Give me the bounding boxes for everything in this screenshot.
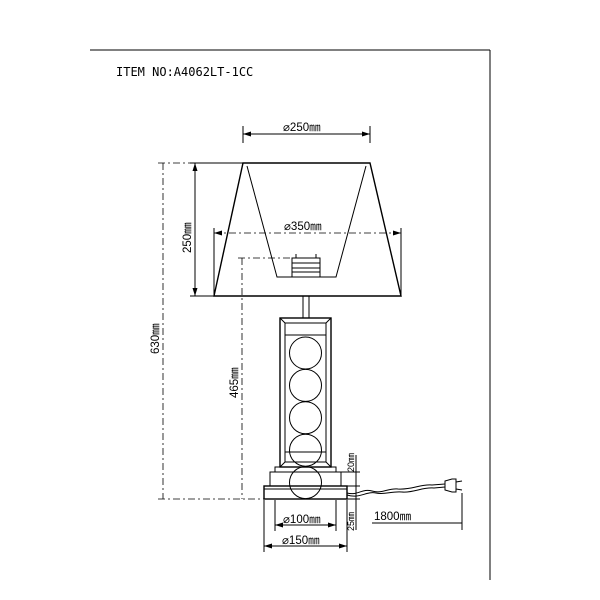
dim-upper-base-diameter [274,500,337,531]
dim-shade-bottom [213,228,402,296]
dim-base-heights [341,455,360,530]
bulb-holder [291,254,321,278]
lamp-neck [302,296,310,318]
crystal-ball [289,368,322,402]
dim-body-height-label: 465㎜ [229,367,241,398]
dim-total-height-label: 630㎜ [150,323,162,354]
crystal-ball [289,466,322,500]
dim-shade-top [242,126,371,143]
dim-cord-length-label: 1800㎜ [374,511,412,523]
item-number: ITEM NO:A4062LT-1CC [116,65,253,79]
dim-upper-base-diameter-label: ⌀100㎜ [283,514,321,526]
dim-shade-height-label: 250㎜ [182,222,194,253]
crystal-ball [289,433,322,467]
dim-lower-base-label: 25㎜ [346,512,356,531]
crystal-balls [289,336,322,500]
dim-lower-base-diameter [263,500,348,552]
dim-body-height [238,257,292,499]
crystal-ball [289,336,322,370]
dim-shade-bottom-label: ⌀350㎜ [284,221,322,233]
lower-base [263,485,348,500]
dim-shade-top-label: ⌀250㎜ [283,122,321,134]
upper-base [269,466,342,487]
power-cord [346,483,446,497]
dim-total-height [158,162,264,500]
crystal-ball [289,401,322,435]
dim-shade-height [190,162,243,297]
dim-lower-base-diameter-label: ⌀150㎜ [282,535,320,547]
dim-cord-length [372,493,463,530]
dim-upper-base-label: 20㎜ [346,453,356,472]
power-plug [444,478,463,493]
lamp-column [279,317,332,468]
